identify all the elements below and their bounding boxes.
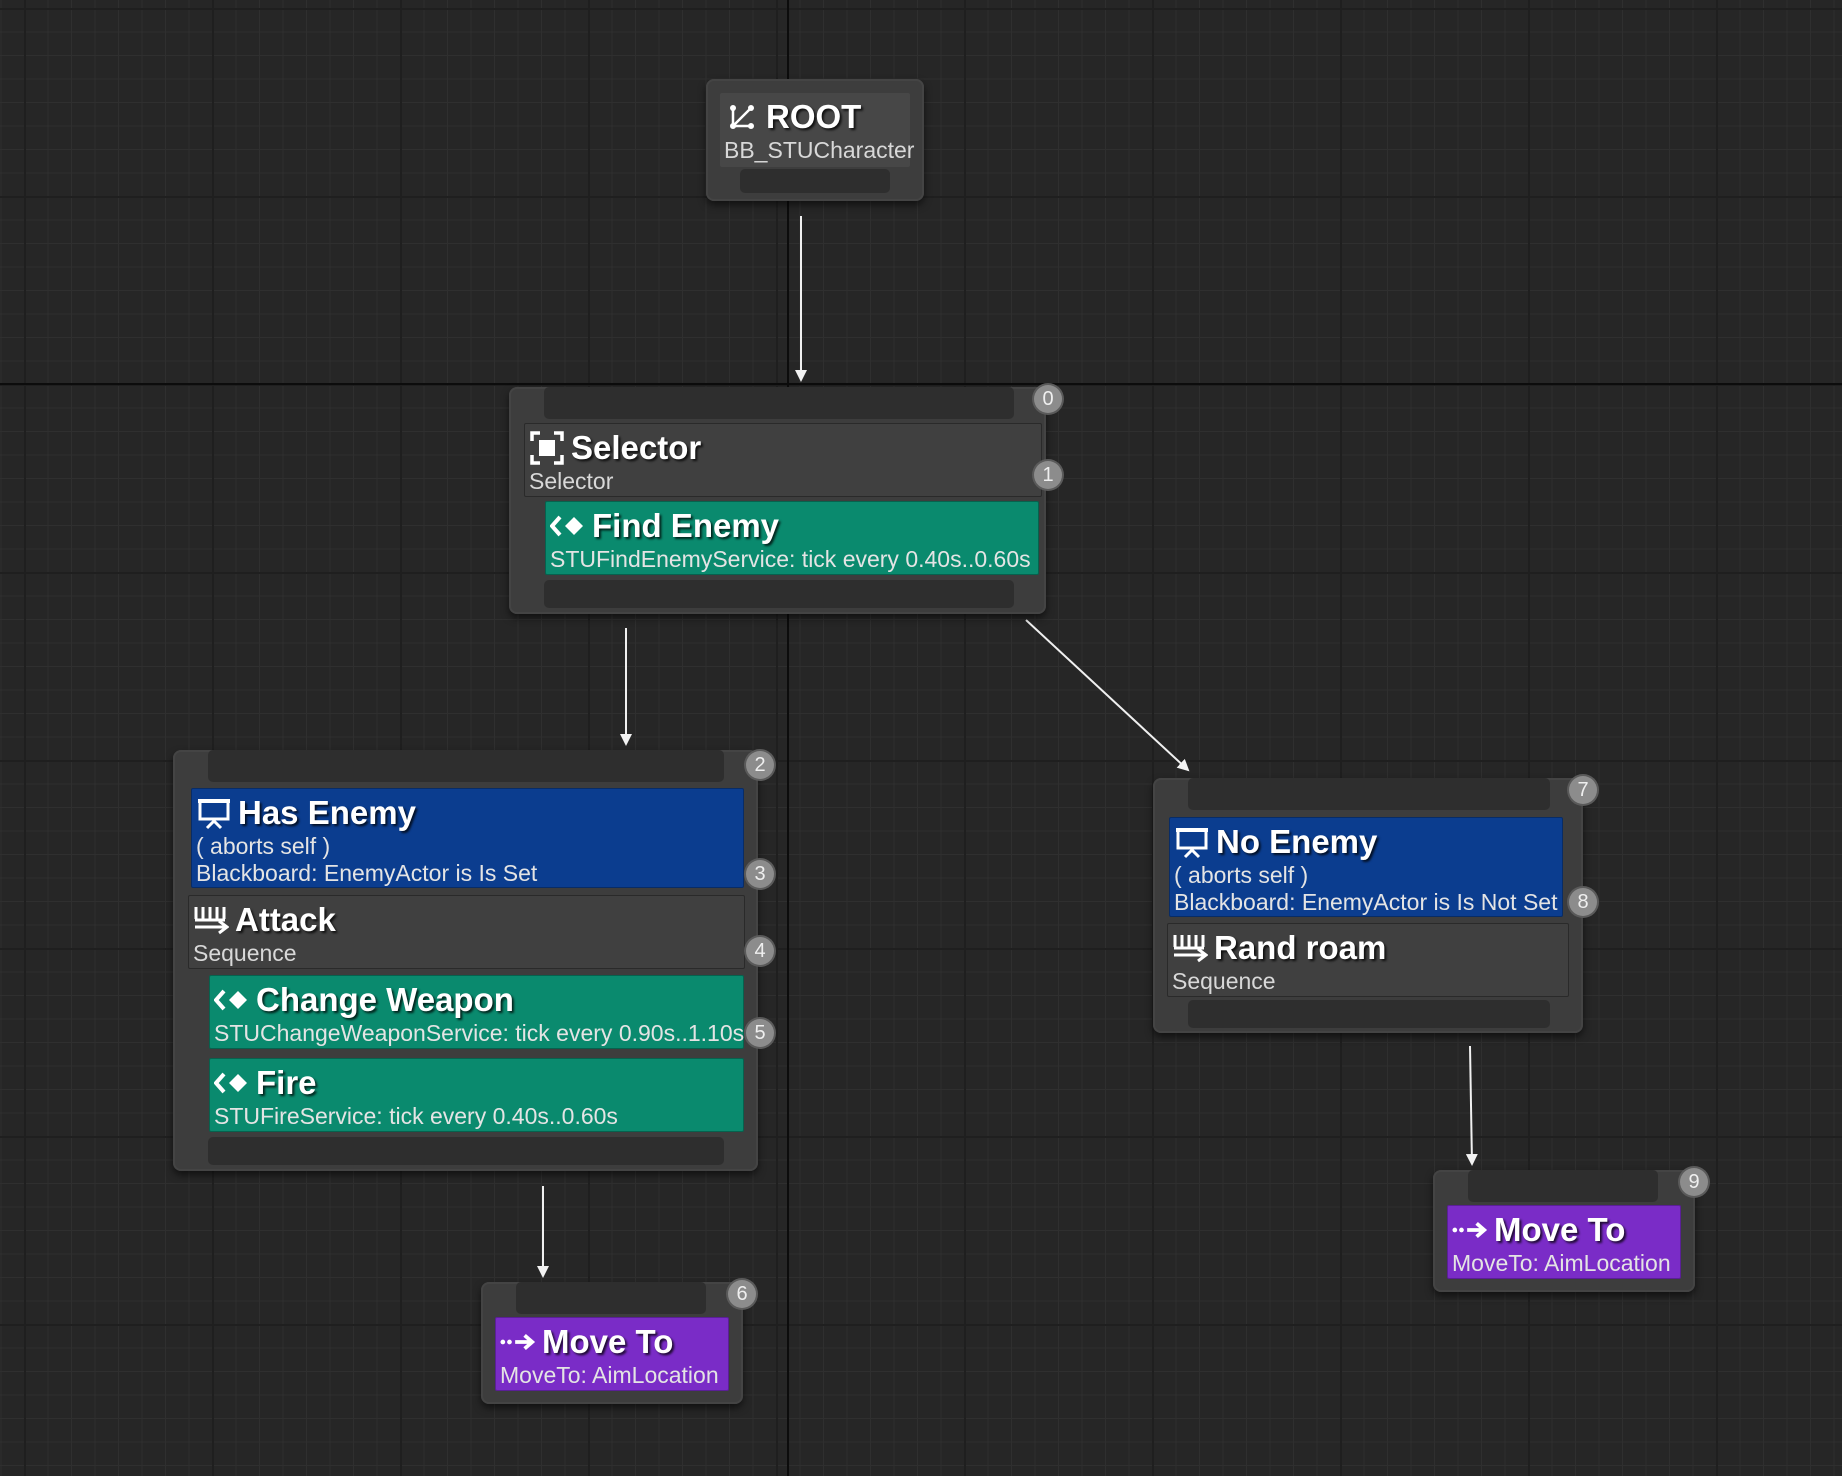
node-subtitle: MoveTo: AimLocation xyxy=(1452,1250,1671,1276)
decorator-has-enemy[interactable]: Has Enemy ( aborts self ) Blackboard: En… xyxy=(191,788,744,888)
composite-block[interactable]: Rand roam Sequence xyxy=(1167,923,1569,997)
node-title: Move To xyxy=(542,1323,674,1360)
node-title: No Enemy xyxy=(1216,823,1378,860)
node-title: Has Enemy xyxy=(238,794,416,831)
sequence-icon xyxy=(1172,931,1208,965)
service-fire[interactable]: Fire STUFireService: tick every 0.40s..0… xyxy=(209,1058,744,1132)
node-subtitle: STUChangeWeaponService: tick every 0.90s… xyxy=(214,1020,745,1046)
node-subtitle: STUFindEnemyService: tick every 0.40s..0… xyxy=(550,546,1031,572)
execution-index-badge: 3 xyxy=(746,860,774,888)
node-title: Change Weapon xyxy=(256,981,514,1018)
node-subtitle: Sequence xyxy=(1172,968,1276,994)
execution-index-badge: 8 xyxy=(1569,888,1597,916)
selector-icon xyxy=(529,431,565,465)
input-pin[interactable] xyxy=(544,387,1014,419)
root-node[interactable]: ROOT BB_STUCharacter xyxy=(706,79,924,201)
execution-index-badge: 0 xyxy=(1034,385,1062,413)
node-subtitle: MoveTo: AimLocation xyxy=(500,1362,719,1388)
graph-axis-horizontal xyxy=(0,383,1842,385)
node-title: Fire xyxy=(256,1064,317,1101)
decorator-condition: Blackboard: EnemyActor is Is Set xyxy=(196,860,538,886)
node-title: Rand roam xyxy=(1214,929,1387,966)
task-block[interactable]: Move To MoveTo: AimLocation xyxy=(495,1317,729,1391)
node-title: ROOT xyxy=(766,98,862,135)
output-pin[interactable] xyxy=(740,169,890,193)
execution-index-badge: 6 xyxy=(728,1280,756,1308)
root-block[interactable]: ROOT BB_STUCharacter xyxy=(720,93,915,167)
execution-index-badge: 7 xyxy=(1569,776,1597,804)
execution-index-badge: 9 xyxy=(1680,1168,1708,1196)
service-icon xyxy=(214,983,250,1017)
node-title: Selector xyxy=(571,429,702,466)
output-pin[interactable] xyxy=(544,580,1014,608)
root-icon xyxy=(724,100,760,134)
move-to-icon xyxy=(500,1325,536,1359)
node-subtitle: Selector xyxy=(529,468,614,494)
output-pin[interactable] xyxy=(208,1137,724,1165)
input-pin[interactable] xyxy=(516,1282,706,1314)
node-subtitle: STUFireService: tick every 0.40s..0.60s xyxy=(214,1103,618,1129)
blackboard-icon xyxy=(196,796,232,830)
selector-node[interactable]: Selector Selector Find Enemy STUFindEnem… xyxy=(509,385,1062,614)
decorator-condition: Blackboard: EnemyActor is Is Not Set xyxy=(1174,889,1558,915)
decorator-no-enemy[interactable]: No Enemy ( aborts self ) Blackboard: Ene… xyxy=(1169,817,1563,917)
input-pin[interactable] xyxy=(1468,1170,1658,1202)
sequence-icon xyxy=(193,903,229,937)
graph-axis-vertical xyxy=(787,0,789,1476)
execution-index-badge: 1 xyxy=(1034,461,1062,489)
output-pin[interactable] xyxy=(1188,1000,1550,1028)
execution-index-badge: 2 xyxy=(746,751,774,779)
move-to-node-left[interactable]: Move To MoveTo: AimLocation 6 xyxy=(481,1280,756,1404)
decorator-abort-mode: ( aborts self ) xyxy=(196,833,331,859)
input-pin[interactable] xyxy=(208,750,724,782)
execution-index-badge: 5 xyxy=(746,1019,774,1047)
node-title: Move To xyxy=(1494,1211,1626,1248)
decorator-abort-mode: ( aborts self ) xyxy=(1174,862,1309,888)
input-pin[interactable] xyxy=(1188,778,1550,810)
node-subtitle: BB_STUCharacter xyxy=(724,137,915,163)
node-title: Attack xyxy=(235,901,336,938)
wire-roam-to-moveto xyxy=(1465,1045,1478,1166)
service-change-weapon[interactable]: Change Weapon STUChangeWeaponService: ti… xyxy=(209,975,744,1049)
wire-selector-to-roam xyxy=(1025,619,1190,772)
blackboard-icon xyxy=(1174,825,1210,859)
composite-block[interactable]: Attack Sequence xyxy=(188,895,745,969)
attack-node[interactable]: Has Enemy ( aborts self ) Blackboard: En… xyxy=(173,750,774,1171)
move-to-node-right[interactable]: Move To MoveTo: AimLocation 9 xyxy=(1433,1168,1708,1292)
execution-index-badge: 4 xyxy=(746,937,774,965)
rand-roam-node[interactable]: No Enemy ( aborts self ) Blackboard: Ene… xyxy=(1153,776,1597,1033)
service-icon xyxy=(550,509,586,543)
node-subtitle: Sequence xyxy=(193,940,297,966)
task-block[interactable]: Move To MoveTo: AimLocation xyxy=(1447,1205,1681,1279)
move-to-icon xyxy=(1452,1213,1488,1247)
service-icon xyxy=(214,1066,250,1100)
service-find-enemy[interactable]: Find Enemy STUFindEnemyService: tick eve… xyxy=(545,501,1039,575)
node-title: Find Enemy xyxy=(592,507,780,544)
composite-block[interactable]: Selector Selector xyxy=(524,423,1042,497)
